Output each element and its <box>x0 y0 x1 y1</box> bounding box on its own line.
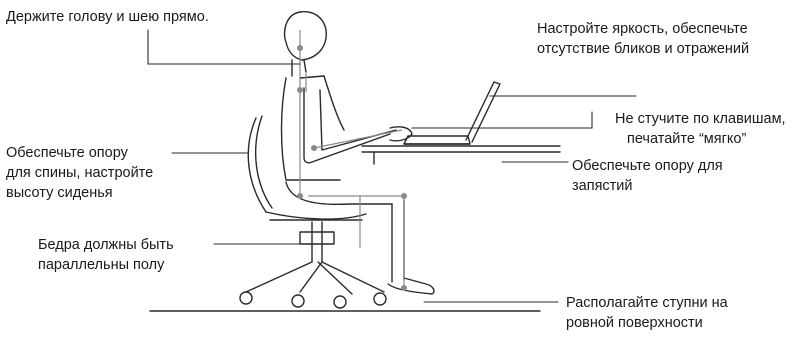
label-thighs: Бедра должны быть параллельны полу <box>38 235 174 275</box>
label-back-line3: высоту сиденья <box>6 183 153 203</box>
label-head-neck-line1: Держите голову и шею прямо. <box>6 7 209 27</box>
leader-head-neck <box>148 30 300 64</box>
label-head-neck: Держите голову и шею прямо. <box>6 7 209 27</box>
label-thighs-line1: Бедра должны быть <box>38 235 174 255</box>
label-back: Обеспечьте опору для спины, настройте вы… <box>6 143 153 203</box>
label-brightness-line2: отсутствие бликов и отражений <box>537 39 749 59</box>
laptop <box>404 82 500 144</box>
label-keys: Не стучите по клавишам, печатайте “мягко… <box>615 109 786 149</box>
label-brightness: Настройте яркость, обеспечьте отсутствие… <box>537 19 749 59</box>
label-thighs-line2: параллельны полу <box>38 255 174 275</box>
person <box>282 12 435 294</box>
leader-keys <box>412 112 592 128</box>
label-wrists-line2: запястий <box>572 176 723 196</box>
label-brightness-line1: Настройте яркость, обеспечьте <box>537 19 749 39</box>
label-wrists: Обеспечьте опору для запястий <box>572 156 723 196</box>
desk <box>362 146 560 164</box>
label-back-line2: для спины, настройте <box>6 163 153 183</box>
label-wrists-line1: Обеспечьте опору для <box>572 156 723 176</box>
chair <box>240 116 386 308</box>
label-feet: Располагайте ступни на ровной поверхност… <box>566 293 728 333</box>
label-back-line1: Обеспечьте опору <box>6 143 153 163</box>
label-feet-line2: ровной поверхности <box>566 313 728 333</box>
label-feet-line1: Располагайте ступни на <box>566 293 728 313</box>
label-keys-line1: Не стучите по клавишам, <box>615 109 786 129</box>
label-keys-line2: печатайте “мягко” <box>615 129 786 149</box>
